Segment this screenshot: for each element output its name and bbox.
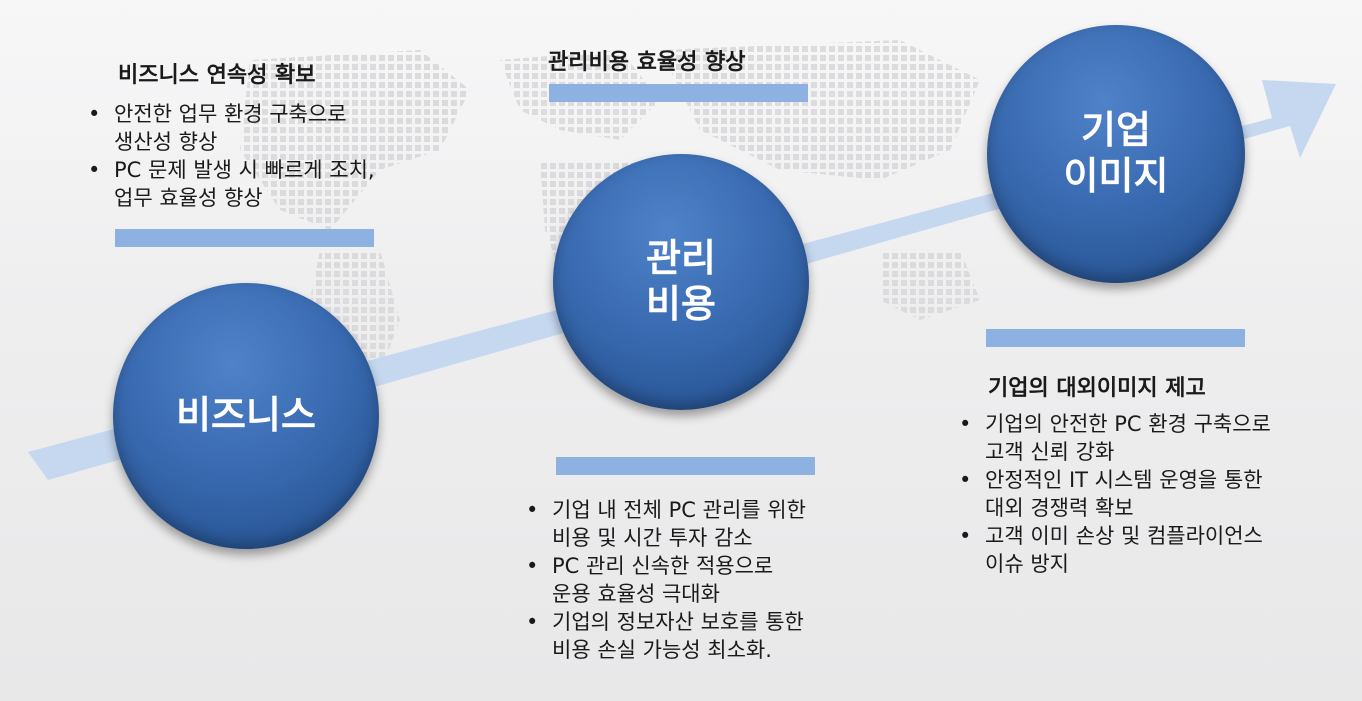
- list-item: PC 관리 신속한 적용으로 운용 효율성 극대화: [522, 552, 922, 608]
- stage2-accent-bar-bottom: [556, 457, 815, 475]
- stage1-circle-label: 비즈니스: [176, 393, 316, 438]
- list-item: 고객 이미 손상 및 컴플라이언스 이슈 방지: [955, 522, 1355, 578]
- list-item: 기업 내 전체 PC 관리를 위한 비용 및 시간 투자 감소: [522, 496, 922, 552]
- stage2-circle-label-line1: 관리: [646, 236, 716, 281]
- stage1-circle: 비즈니스: [113, 283, 379, 549]
- stage3-title: 기업의 대외이미지 제고: [988, 376, 1206, 401]
- list-item: PC 문제 발생 시 빠르게 조치, 업무 효율성 향상: [84, 156, 464, 212]
- stage3-circle: 기업 이미지: [987, 25, 1245, 283]
- stage1-bullet-list: 안전한 업무 환경 구축으로 생산성 향상 PC 문제 발생 시 빠르게 조치,…: [84, 100, 464, 212]
- stage2-bullet-list: 기업 내 전체 PC 관리를 위한 비용 및 시간 투자 감소 PC 관리 신속…: [522, 496, 922, 664]
- stage3-circle-label-line1: 기업: [1081, 108, 1151, 153]
- stage3-circle-label-line2: 이미지: [1063, 154, 1169, 198]
- list-item: 안전한 업무 환경 구축으로 생산성 향상: [84, 100, 464, 156]
- stage2-title: 관리비용 효율성 향상: [548, 50, 746, 75]
- stage2-circle-label-line2: 비용: [646, 282, 716, 326]
- stage1-accent-bar: [115, 229, 374, 247]
- list-item: 기업의 안전한 PC 환경 구축으로 고객 신뢰 강화: [955, 410, 1355, 466]
- list-item: 안정적인 IT 시스템 운영을 통한 대외 경쟁력 확보: [955, 466, 1355, 522]
- stage3-accent-bar: [986, 329, 1245, 347]
- stage1-title: 비즈니스 연속성 확보: [118, 63, 316, 88]
- stage2-accent-bar-top: [549, 84, 808, 102]
- stage3-bullet-list: 기업의 안전한 PC 환경 구축으로 고객 신뢰 강화 안정적인 IT 시스템 …: [955, 410, 1355, 578]
- list-item: 기업의 정보자산 보호를 통한 비용 손실 가능성 최소화.: [522, 608, 922, 664]
- stage2-circle: 관리 비용: [553, 154, 809, 410]
